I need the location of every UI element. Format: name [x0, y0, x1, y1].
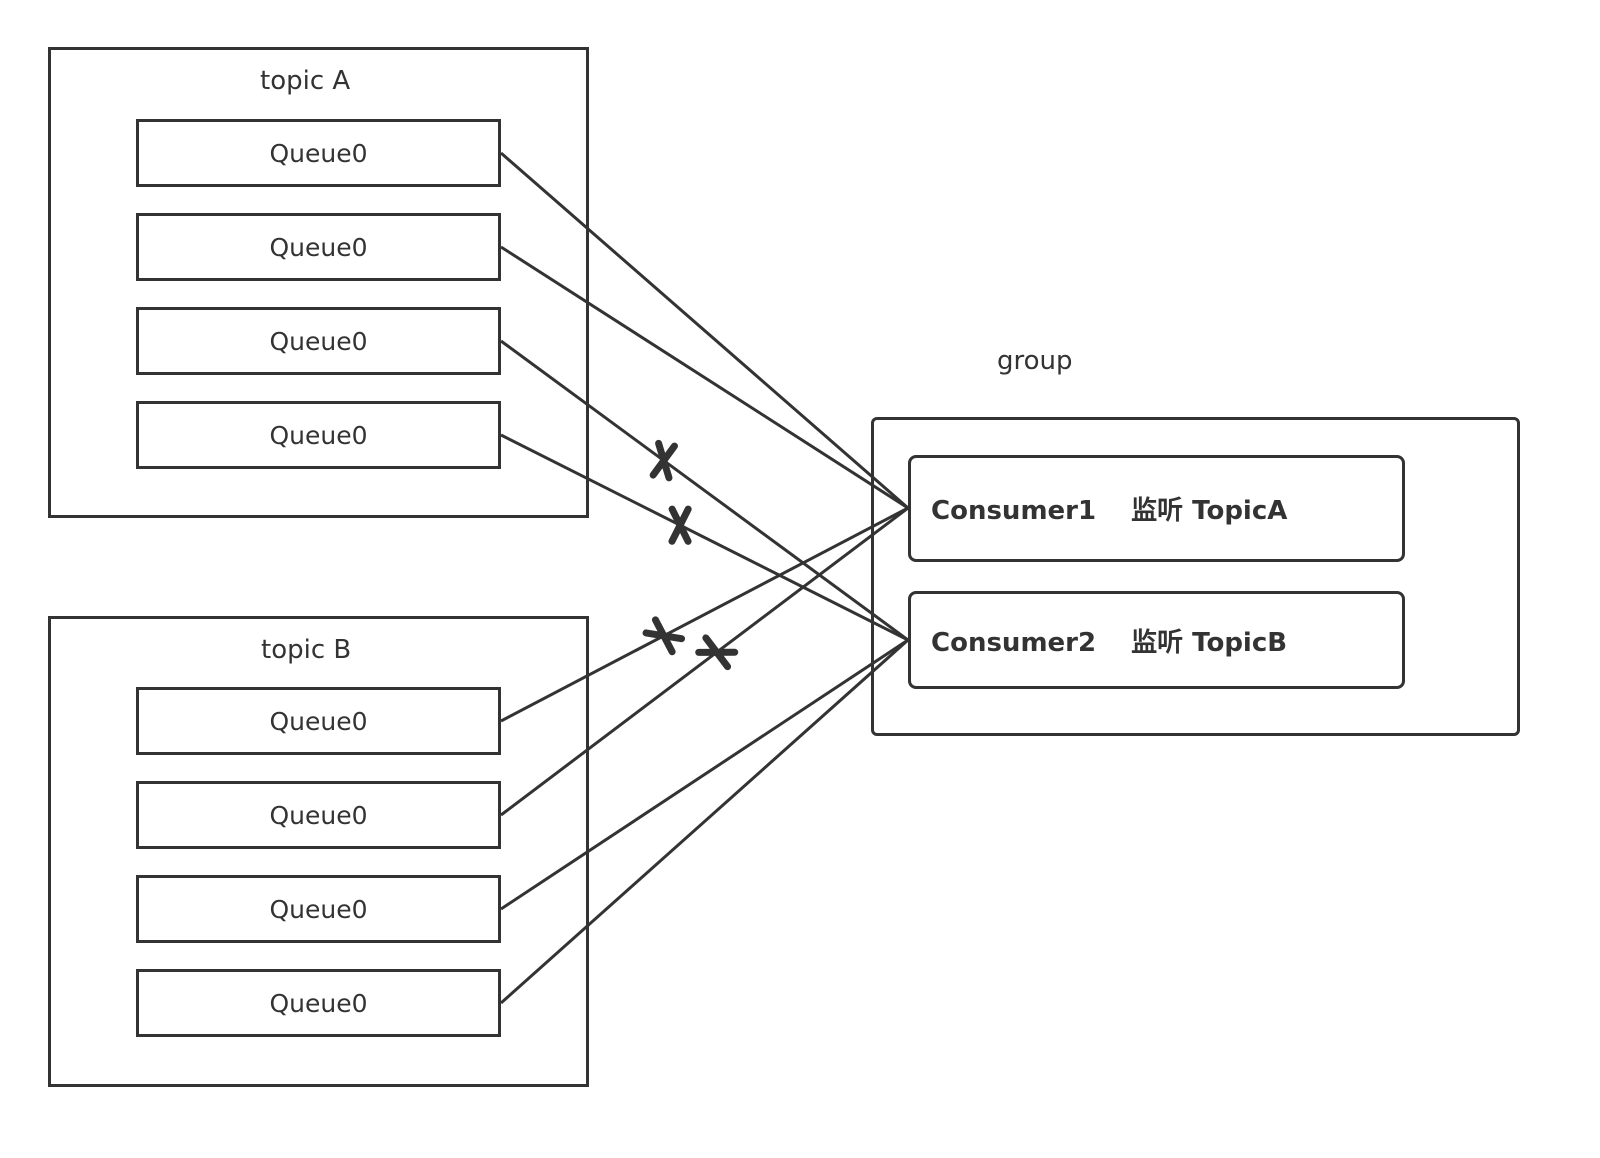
- group-title: group: [997, 346, 1073, 376]
- topic-b-title: topic B: [261, 635, 352, 665]
- topic-a-queue-2: Queue0: [136, 307, 501, 375]
- topic-b-queue-2: Queue0: [136, 875, 501, 943]
- topic-a-title: topic A: [260, 66, 351, 96]
- topic-a-queue-1: Queue0: [136, 213, 501, 281]
- topic-a-queue-3: Queue0: [136, 401, 501, 469]
- consumer-1-box: Consumer1 监听 TopicA: [908, 455, 1405, 562]
- topic-a-queue-0: Queue0: [136, 119, 501, 187]
- blocked-x-icon: [695, 634, 739, 671]
- blocked-x-icon: [668, 505, 692, 545]
- consumer-2-box: Consumer2 监听 TopicB: [908, 591, 1405, 689]
- blocked-x-icon: [649, 439, 678, 482]
- topic-b-queue-0: Queue0: [136, 687, 501, 755]
- topic-b-queue-1: Queue0: [136, 781, 501, 849]
- topic-b-queue-3: Queue0: [136, 969, 501, 1037]
- blocked-x-icon: [642, 616, 686, 656]
